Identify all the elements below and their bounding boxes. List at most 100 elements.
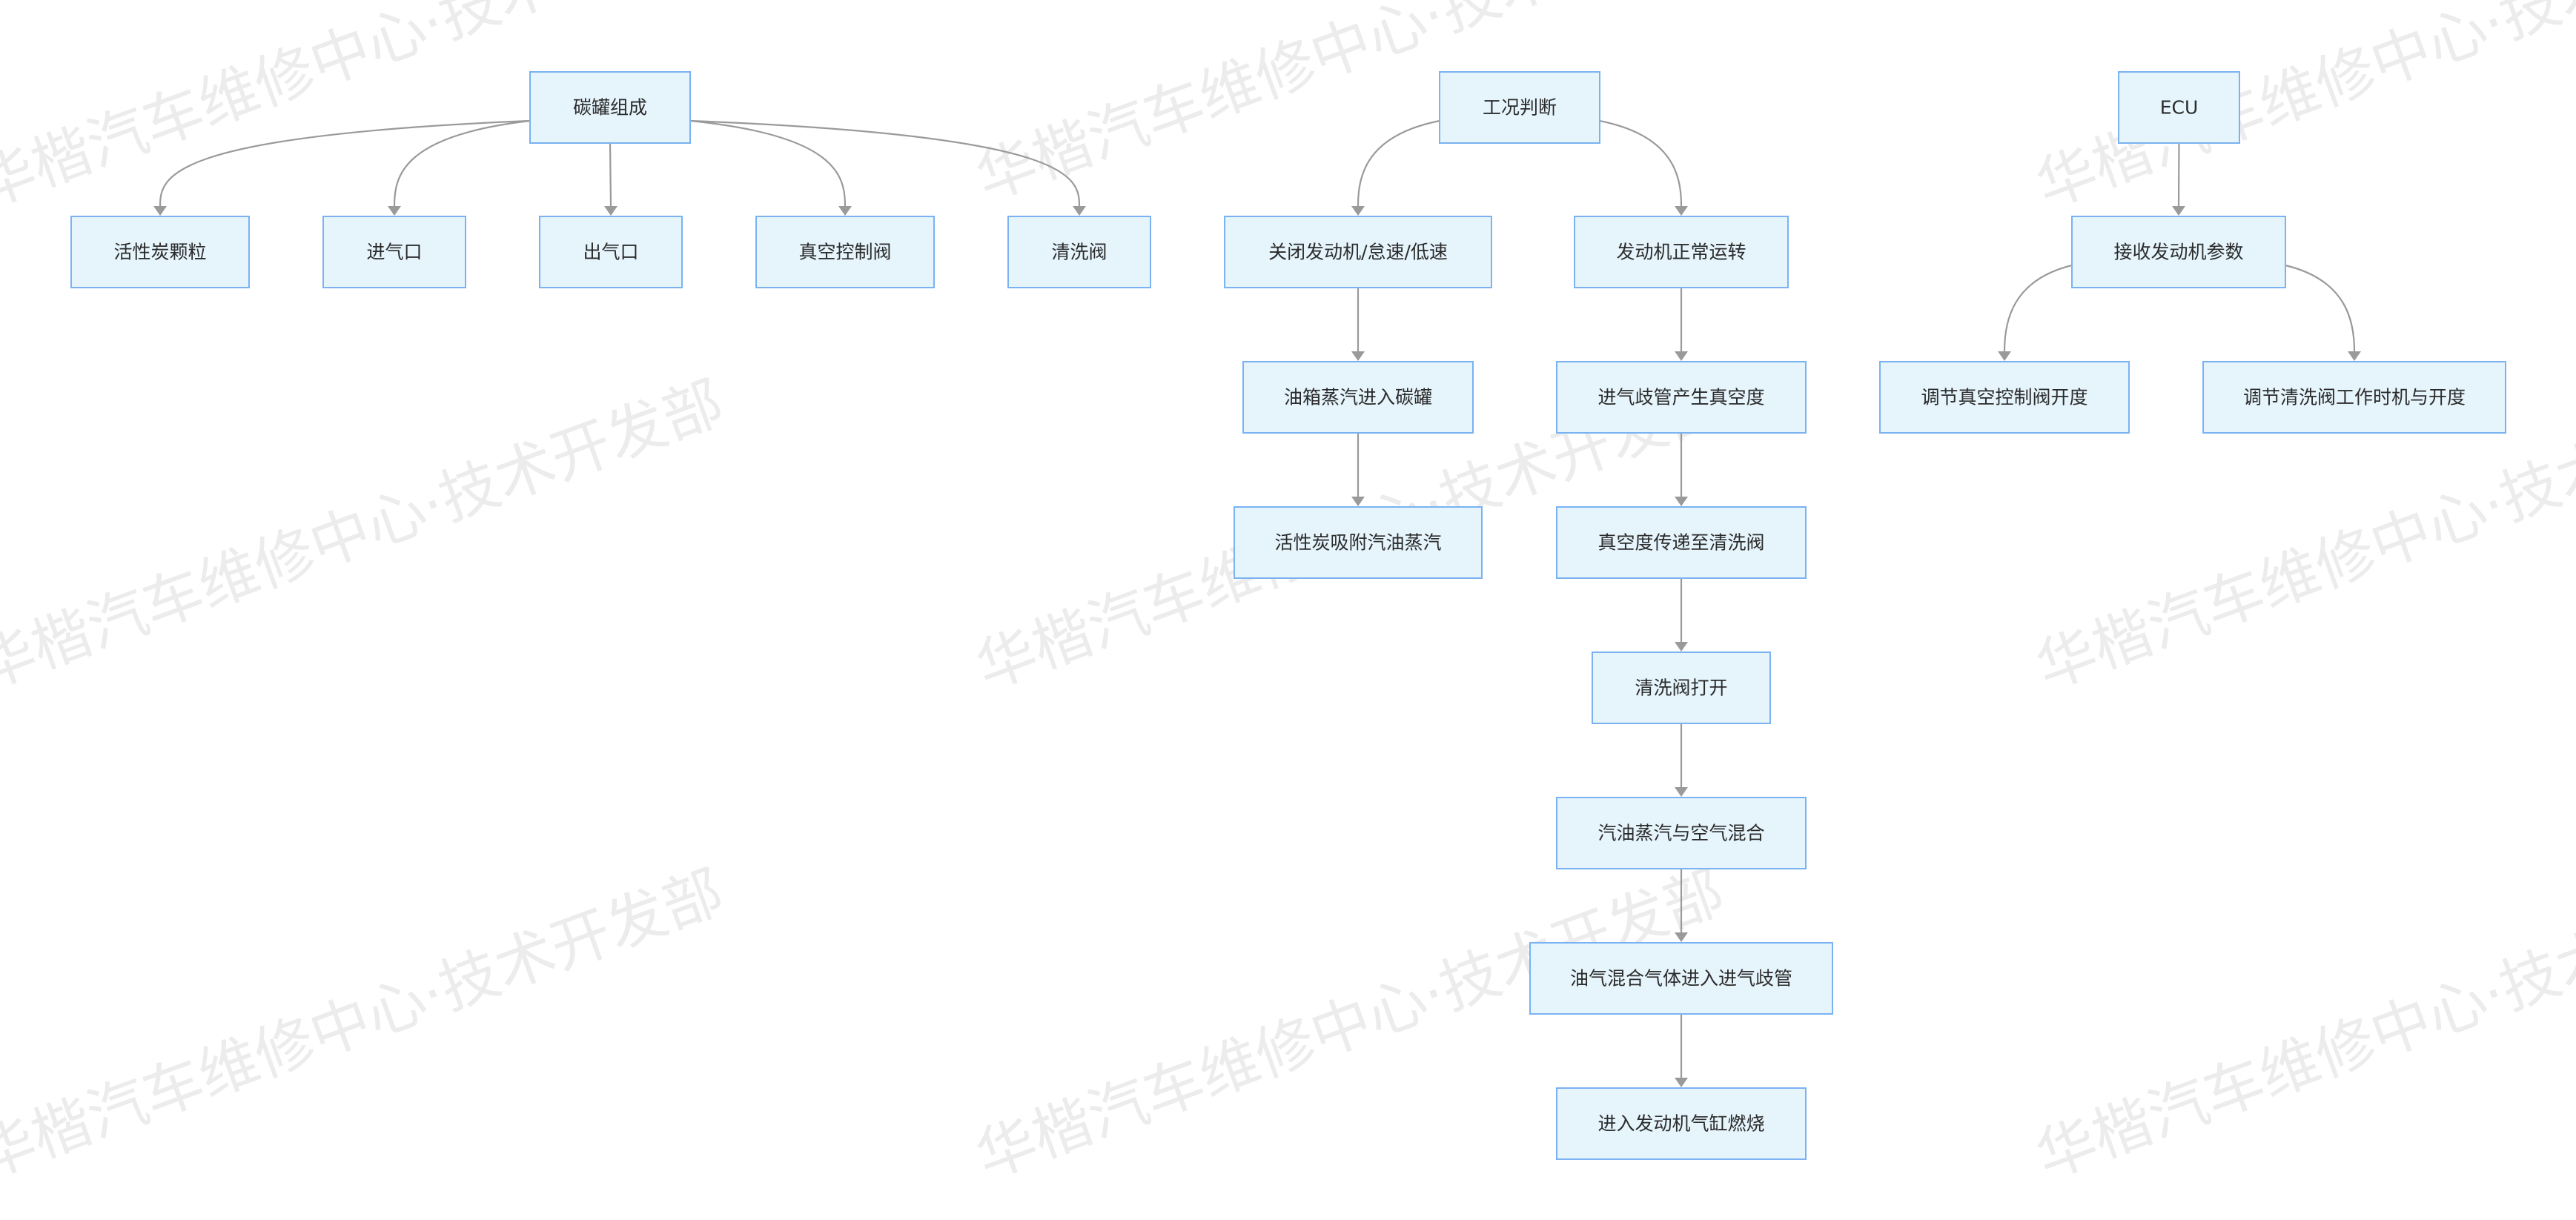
node-label: 油箱蒸汽进入碳罐: [1284, 387, 1432, 408]
watermark-text: 华楷汽车维修中心·技术开发部: [0, 368, 732, 703]
edge-mix_in-to-burn: [1675, 1014, 1688, 1087]
arrowhead-icon: [1675, 932, 1688, 942]
node-box: [1556, 1087, 1807, 1160]
node-purge: 清洗阀: [1007, 216, 1151, 288]
watermark-text: 华楷汽车维修中心·技术开发部: [0, 857, 732, 1192]
edge-tank-to-vacvalve: [689, 119, 852, 216]
node-label: 调节真空控制阀开度: [1921, 387, 2087, 408]
node-label: 出气口: [583, 242, 638, 263]
edge-normal-to-vac_gen: [1675, 288, 1688, 361]
node-mix_in: 油气混合气体进入进气歧管: [1529, 942, 1833, 1015]
arrowhead-icon: [2172, 206, 2185, 216]
node-box: [1879, 361, 2130, 434]
node-label: 进入发动机气缸燃烧: [1597, 1113, 1764, 1135]
node-vapor_in: 油箱蒸汽进入碳罐: [1242, 361, 1474, 434]
node-label: 进气口: [366, 242, 422, 263]
node-inlet: 进气口: [322, 216, 466, 288]
edge-params-to-adj_vac: [1998, 264, 2073, 361]
watermark-layer: 华楷汽车维修中心·技术开发部华楷汽车维修中心·技术开发部华楷汽车维修中心·技术开…: [0, 0, 2576, 1192]
node-label: 调节清洗阀工作时机与开度: [2243, 387, 2466, 408]
edge-layer: [153, 119, 2361, 1087]
node-box: [529, 71, 691, 144]
node-off: 关闭发动机/怠速/低速: [1224, 216, 1492, 288]
edge-line: [609, 142, 612, 207]
node-box: [2071, 216, 2286, 288]
edge-mix-to-mix_in: [1675, 869, 1688, 942]
arrowhead-icon: [1675, 1078, 1688, 1087]
node-label: 活性炭颗粒: [113, 242, 206, 263]
node-box: [1556, 361, 1807, 434]
arrowhead-icon: [153, 206, 167, 216]
node-box: [755, 216, 935, 288]
edge-line: [2285, 264, 2356, 352]
watermark-text: 华楷汽车维修中心·技术开发部: [967, 0, 1733, 213]
node-label: 发动机正常运转: [1616, 242, 1746, 263]
arrowhead-icon: [1998, 351, 2011, 361]
node-label: 关闭发动机/怠速/低速: [1268, 242, 1448, 263]
arrowhead-icon: [1351, 206, 1365, 216]
node-box: [1592, 652, 1771, 724]
edge-line: [689, 119, 847, 207]
node-label: 活性炭吸附汽油蒸汽: [1274, 532, 1441, 554]
node-outlet: 出气口: [539, 216, 683, 288]
edge-line: [2003, 264, 2073, 352]
edge-off-to-vapor_in: [1351, 288, 1365, 361]
edge-vapor_in-to-adsorb: [1351, 433, 1365, 506]
node-label: 接收发动机参数: [2113, 242, 2243, 263]
edge-tank-to-outlet: [604, 142, 617, 216]
edge-judge-to-off: [1351, 119, 1440, 216]
node-ecu: ECU: [2118, 71, 2240, 144]
node-burn: 进入发动机气缸燃烧: [1556, 1087, 1807, 1160]
node-vac_pass: 真空度传递至清洗阀: [1556, 506, 1807, 579]
watermark-text: 华楷汽车维修中心·技术开发部: [2027, 857, 2576, 1192]
node-mix: 汽油蒸汽与空气混合: [1556, 797, 1807, 869]
node-params: 接收发动机参数: [2071, 216, 2286, 288]
arrowhead-icon: [1073, 206, 1086, 216]
edge-tank-to-inlet: [388, 119, 531, 216]
edge-vac_pass-to-purge_open: [1675, 578, 1688, 652]
node-label: ECU: [2160, 97, 2199, 119]
node-adsorb: 活性炭吸附汽油蒸汽: [1234, 506, 1483, 579]
node-vac_gen: 进气歧管产生真空度: [1556, 361, 1807, 434]
node-adj_vac: 调节真空控制阀开度: [1879, 361, 2130, 434]
edge-params-to-adj_purge: [2285, 264, 2361, 361]
node-label: 清洗阀: [1051, 242, 1107, 263]
edge-vac_gen-to-vac_pass: [1675, 433, 1688, 506]
node-label: 进气歧管产生真空度: [1597, 387, 1764, 408]
node-box: [1574, 216, 1789, 288]
node-label: 油气混合气体进入进气歧管: [1570, 968, 1792, 989]
node-label: 真空度传递至清洗阀: [1597, 532, 1764, 554]
edge-tank-to-purge: [689, 119, 1086, 216]
node-label: 真空控制阀: [798, 242, 891, 263]
arrowhead-icon: [1675, 497, 1688, 506]
node-box: [1242, 361, 1474, 434]
node-judge: 工况判断: [1439, 71, 1600, 144]
arrowhead-icon: [1351, 497, 1365, 506]
node-vacvalve: 真空控制阀: [755, 216, 935, 288]
edge-line: [689, 119, 1081, 207]
edge-line: [1599, 119, 1683, 207]
node-label: 清洗阀打开: [1635, 677, 1727, 699]
node-normal: 发动机正常运转: [1574, 216, 1789, 288]
node-box: [539, 216, 683, 288]
node-adj_purge: 调节清洗阀工作时机与开度: [2202, 361, 2506, 434]
edge-line: [159, 119, 531, 207]
arrowhead-icon: [1675, 351, 1688, 361]
node-tank: 碳罐组成: [529, 71, 691, 144]
node-box: [1529, 942, 1833, 1015]
edge-purge_open-to-mix: [1675, 723, 1688, 797]
node-purge_open: 清洗阀打开: [1592, 652, 1771, 724]
edge-tank-to-carbon: [153, 119, 531, 216]
arrowhead-icon: [1675, 787, 1688, 797]
arrowhead-icon: [1675, 206, 1688, 216]
node-box: [322, 216, 466, 288]
watermark-text: 华楷汽车维修中心·技术开发部: [2027, 0, 2576, 221]
arrowhead-icon: [388, 206, 401, 216]
node-box: [1556, 506, 1807, 579]
node-box: [2202, 361, 2506, 434]
arrowhead-icon: [604, 206, 617, 216]
edge-line: [1357, 119, 1440, 207]
arrowhead-icon: [838, 206, 852, 216]
